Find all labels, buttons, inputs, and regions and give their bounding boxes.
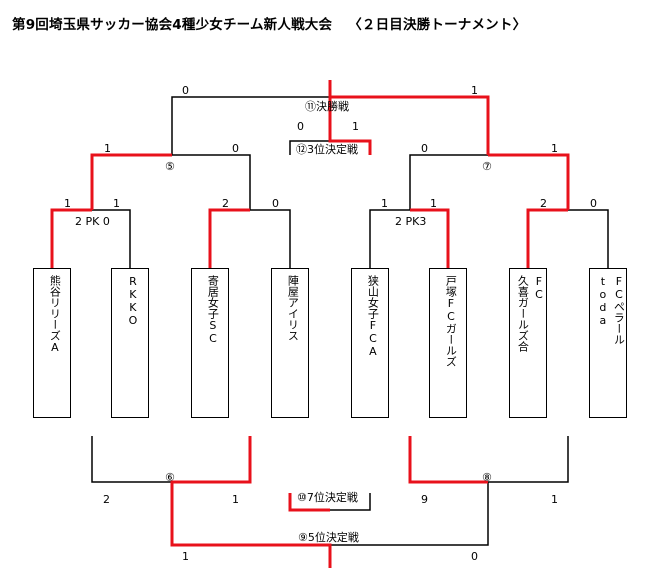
- qf4-left-score: 2: [540, 197, 547, 210]
- seventh-right-path: [330, 493, 371, 511]
- seventh-place-label: ⑩7位決定戦: [297, 491, 358, 504]
- fifth-right-score: 0: [471, 550, 478, 563]
- qf1-right-score: 1: [113, 197, 120, 210]
- team-name: 寄居女子SC: [206, 275, 220, 345]
- semi-left-right-score: 0: [232, 142, 239, 155]
- semi-right-right-score: 1: [551, 142, 558, 155]
- semi-left-left-score: 1: [104, 142, 111, 155]
- team-box-5: 狭山女子FCA: [351, 268, 389, 418]
- qf3-right-score: 1: [430, 197, 437, 210]
- qf4-winner-path: [526, 208, 568, 268]
- final-right-score: 1: [471, 84, 478, 97]
- qf3-left-path: [369, 209, 410, 268]
- team-box-3: 寄居女子SC: [191, 268, 229, 418]
- third-winner-path: [328, 97, 372, 155]
- cons-left-winner-path: [170, 436, 332, 568]
- team-name: 熊谷リリーズA: [48, 275, 62, 354]
- sf-right-left-path: [409, 154, 488, 210]
- third-left-path: [289, 140, 330, 155]
- fifth-place-label: ⑨5位決定戦: [298, 531, 359, 544]
- seventh-winner-path: [288, 493, 330, 512]
- qf1-pk: 2 PK 0: [75, 215, 110, 228]
- team-box-8: FCペラール toda: [589, 268, 627, 418]
- third-right-score: 1: [352, 120, 359, 133]
- qf4-right-score: 0: [590, 197, 597, 210]
- team-name-line1: FCペラール: [612, 275, 626, 345]
- page-title: 第9回埼玉県サッカー協会4種少女チーム新人戦大会〈２日目決勝トーナメント〉: [12, 13, 526, 33]
- cons-left-left-path: [91, 436, 172, 483]
- team-box-2: RKKO: [111, 268, 149, 418]
- sf-left-right-path: [172, 154, 251, 210]
- title-subtitle: 〈２日目決勝トーナメント〉: [348, 17, 527, 33]
- team-name: 陣屋アイリス: [286, 275, 300, 341]
- team-box-4: 陣屋アイリス: [271, 268, 309, 418]
- qf3-winner-path: [410, 208, 450, 268]
- cons-right-right-path: [488, 436, 569, 483]
- team-name-line1: FC: [532, 275, 546, 301]
- cons-left-right-score: 1: [232, 493, 239, 506]
- cons-right-label: ⑧: [482, 471, 492, 484]
- qf2-left-score: 2: [222, 197, 229, 210]
- third-place-label: ⑫3位決定戦: [296, 143, 358, 156]
- cons-right-left-score: 9: [421, 493, 428, 506]
- qf2-right-score: 0: [272, 197, 279, 210]
- final-label: ⑪決勝戦: [305, 100, 349, 113]
- cons-left-label: ⑥: [165, 471, 175, 484]
- third-left-score: 0: [297, 120, 304, 133]
- team-name: RKKO: [126, 275, 140, 327]
- team-name: 狭山女子FCA: [366, 275, 380, 358]
- qf2-right-path: [250, 209, 291, 268]
- final-left-score: 0: [182, 84, 189, 97]
- final-champion-path: [328, 80, 490, 155]
- qf3-left-score: 1: [381, 197, 388, 210]
- sf-right-winner-path: [488, 153, 570, 210]
- qf2-winner-path: [208, 208, 250, 268]
- cons-left-left-score: 2: [103, 493, 110, 506]
- qf4-right-path: [568, 209, 609, 268]
- team-box-1: 熊谷リリーズA: [33, 268, 71, 418]
- final-left-path: [171, 96, 330, 155]
- semi-right-label: ⑦: [482, 160, 492, 173]
- team-box-7: FC 久喜ガールズ合: [509, 268, 547, 418]
- title-main: 第9回埼玉県サッカー協会4種少女チーム新人戦大会: [12, 17, 333, 33]
- team-box-6: 戸塚FCガールズ: [429, 268, 467, 418]
- qf1-right-path: [92, 209, 131, 268]
- qf1-winner-path: [50, 208, 92, 268]
- qf1-left-score: 1: [64, 197, 71, 210]
- semi-right-left-score: 0: [421, 142, 428, 155]
- cons-right-winner-path: [408, 436, 488, 484]
- fifth-left-score: 1: [182, 550, 189, 563]
- team-name-line2: 久喜ガールズ合: [516, 275, 530, 352]
- qf3-pk: 2 PK3: [395, 215, 427, 228]
- sf-left-winner-path: [90, 153, 172, 210]
- semi-left-label: ⑤: [165, 160, 175, 173]
- cons-right-right-score: 1: [551, 493, 558, 506]
- team-name: 戸塚FCガールズ: [444, 275, 458, 367]
- fifth-right-path: [330, 482, 489, 546]
- team-name-line2: toda: [596, 275, 610, 327]
